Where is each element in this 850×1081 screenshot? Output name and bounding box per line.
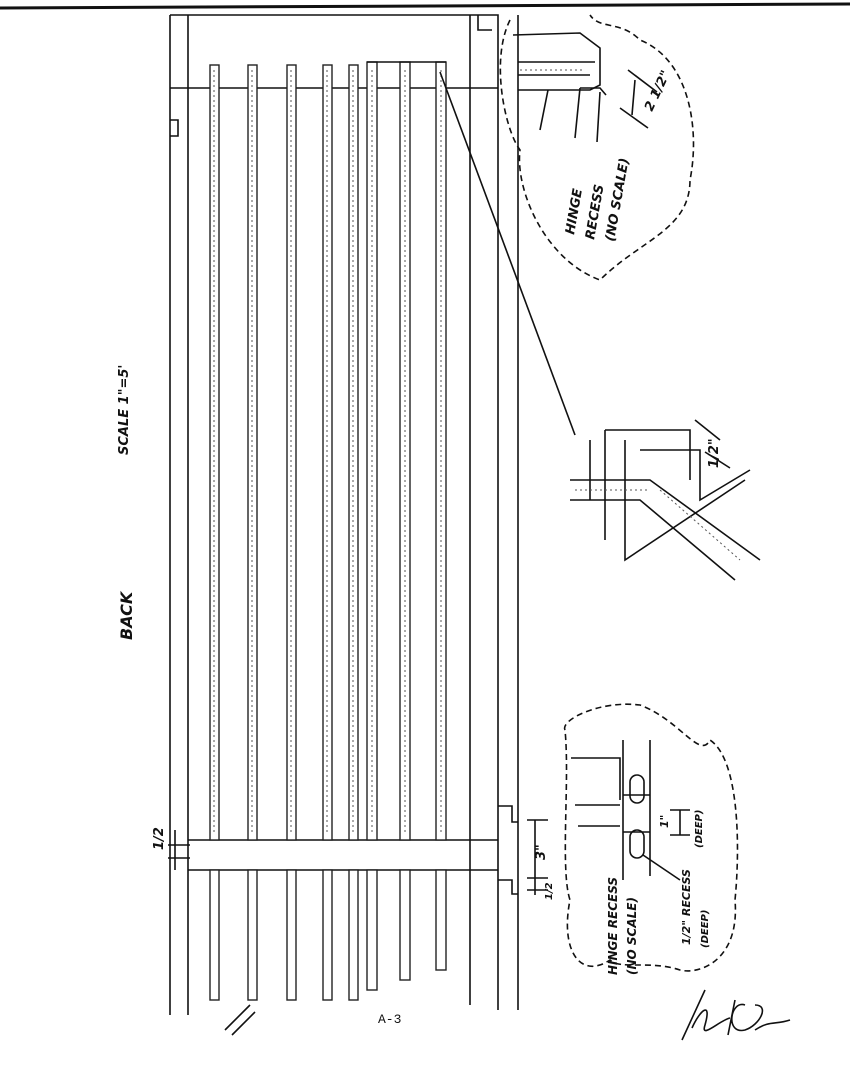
top-detail-title-3: (NO SCALE) (603, 157, 632, 243)
top-detail-title-1: HINGE (563, 188, 586, 236)
scan-edge (0, 2, 850, 10)
bottom-hinge-detail (168, 703, 739, 972)
top-hinge-detail (499, 14, 695, 281)
top-detail-dimension: 2 1/2" (642, 68, 674, 113)
signature (681, 989, 791, 1041)
depth-label: 1" (658, 815, 671, 828)
depth-note: (DEEP) (694, 810, 705, 848)
page-number: A-3 (378, 1012, 401, 1027)
scale-label: SCALE 1"=5' (117, 365, 132, 455)
recess-note: (DEEP) (700, 910, 711, 948)
recess-label: 1/2" RECESS (680, 869, 693, 945)
view-label: BACK (117, 590, 136, 640)
bottom-detail-title-2: (NO SCALE) (625, 897, 639, 975)
corner-detail (570, 419, 761, 581)
corner-dimension: 1/2" (707, 438, 722, 468)
hinge-width-dimension: 1/2 (544, 882, 555, 900)
gate-frame (169, 14, 519, 1015)
leader-line (439, 71, 576, 436)
hinge-spacing-dimension: 3" (534, 844, 549, 860)
stray-mark (224, 1004, 256, 1036)
bottom-detail-title-1: HINGE RECESS (606, 877, 620, 975)
slats (209, 61, 447, 1001)
band-width-dimension: 1/2 (152, 827, 167, 850)
